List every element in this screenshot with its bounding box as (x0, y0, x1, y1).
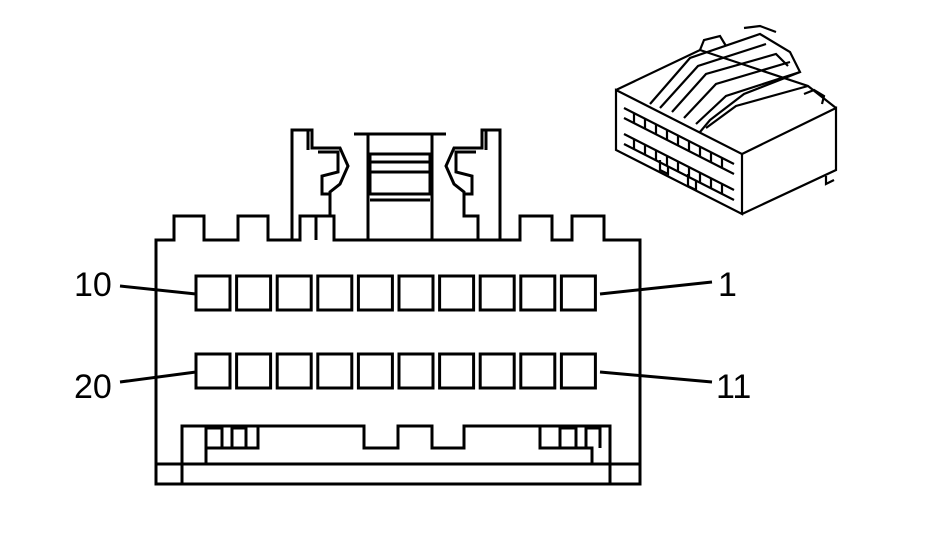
leader-line-20 (119, 370, 197, 384)
cavity-pin-15 (397, 352, 435, 390)
cavity-pin-7 (316, 274, 354, 312)
latch-tower (354, 132, 446, 240)
cavity-pin-13 (478, 352, 516, 390)
cavity-row-top (194, 274, 597, 312)
cavity-pin-18 (275, 352, 313, 390)
cavity-pin-6 (356, 274, 394, 312)
pin-label-1: 1 (718, 266, 737, 304)
cavity-pin-2 (519, 274, 557, 312)
isometric-cavities-bottom (623, 133, 735, 201)
cavity-pin-11 (559, 352, 597, 390)
connector-face (154, 128, 642, 486)
latch-window (368, 152, 432, 196)
isometric-cavities-top (623, 107, 735, 175)
cavity-pin-17 (316, 352, 354, 390)
cavity-pin-3 (478, 274, 516, 312)
cavity-pin-16 (356, 352, 394, 390)
leader-line-10 (119, 284, 197, 296)
connector-body-outline (154, 214, 642, 486)
pin-label-20: 20 (74, 368, 112, 406)
cavity-pin-8 (275, 274, 313, 312)
leader-line-11 (599, 370, 713, 384)
cavity-pin-10 (194, 274, 232, 312)
cavity-pin-5 (397, 274, 435, 312)
cavity-pin-1 (559, 274, 597, 312)
cavity-row-bottom (194, 352, 597, 390)
pin-label-11: 11 (716, 368, 751, 406)
cavity-pin-14 (438, 352, 476, 390)
cavity-pin-20 (194, 352, 232, 390)
bottom-keyed-slot (180, 424, 612, 464)
cavity-pin-4 (438, 274, 476, 312)
cavity-pin-19 (235, 352, 273, 390)
cavity-pin-9 (235, 274, 273, 312)
pin-label-10: 10 (74, 266, 112, 304)
connector-isometric-view (614, 24, 838, 216)
cavity-pin-12 (519, 352, 557, 390)
leader-line-1 (599, 280, 713, 296)
